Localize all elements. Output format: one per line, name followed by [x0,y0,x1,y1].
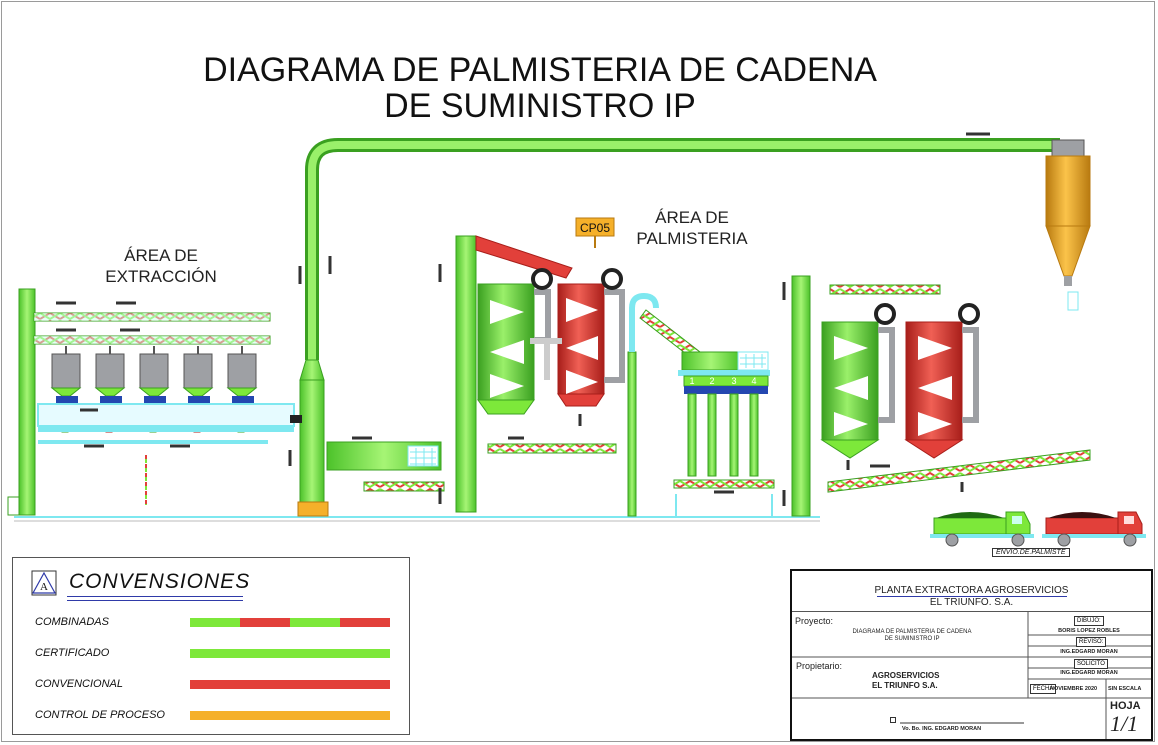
legend-bar-combinadas [190,618,390,627]
flow-arrows [288,132,990,506]
reviso-name: ING.EDGARD MORAN [1060,649,1118,655]
proyecto-label: Proyecto: [795,616,834,626]
dibujo-name: BORIS LOPEZ ROBLES [1058,628,1120,634]
red-truck [1042,511,1146,547]
drum-conveyor [363,481,445,492]
area-palmisteria-label: ÁREA DE PALMISTERIA [636,208,748,248]
cp05-label: CP05 [580,221,610,235]
legend-title: CONVENSIONES [69,570,251,593]
silo-conveyor [487,443,617,454]
truck-loading-conveyor [827,449,1091,493]
proyecto-line-1: DIAGRAMA DE PALMISTERIA DE CADENA [852,629,972,635]
title-line-2: DE SUMINISTRO IP [384,87,696,125]
firma-box [890,717,896,723]
conventions-legend: A CONVENSIONES COMBINADAS CERTIFICADO CO… [12,557,410,735]
page-title: DIAGRAMA DE PALMISTERIA DE CADENA DE SUM… [150,52,930,124]
legend-logo-icon: A [31,570,57,596]
red-silo-2 [904,303,980,459]
firma-label: Vo. Bo. ING. EDGARD MORAN [902,726,982,732]
reviso-label: REVISO: [1076,637,1107,647]
cp05-tag: CP05 [575,217,615,248]
press-feed-elevator [627,292,701,517]
dibujo-label: DIBUJO: [1074,616,1104,626]
main-elevator [290,138,1060,517]
solicito-label: SOLICITO [1074,659,1108,669]
legend-label-certificado: CERTIFICADO [35,647,110,659]
press-number-3: 3 [731,376,736,386]
proyecto-line-2: DE SUMINISTRO IP [884,636,940,642]
green-silo-1 [477,268,553,415]
legend-label-control: CONTROL DE PROCESO [35,709,165,721]
top-right-conveyor [829,284,941,295]
green-silo-2 [820,303,896,459]
company-line-1: PLANTA EXTRACTORA AGROSERVICIOS [874,585,1069,596]
svg-text:A: A [40,581,48,593]
cyclone [1045,139,1091,311]
press-number-2: 2 [709,376,714,386]
press-number-4: 4 [751,376,756,386]
legend-bar-control [190,711,390,720]
legend-bar-certificado [190,649,390,658]
title-block-grid [792,612,1151,739]
extraction-conveyors [33,301,271,345]
escala-value: SIN ESCALA [1108,686,1142,692]
right-elevator [791,275,811,517]
legend-title-underline [67,596,243,597]
solicito-name: ING.EDGARD MORAN [1060,670,1118,676]
company-line-2: EL TRIUNFO. S.A. [929,597,1014,608]
press-number-1: 1 [689,376,694,386]
propietario-label: Propietario: [796,661,843,671]
hoja-label: HOJA [1110,700,1141,712]
green-truck [930,511,1034,547]
title-line-1: DIAGRAMA DE PALMISTERIA DE CADENA [203,51,877,89]
legend-bar-convencional [190,680,390,689]
title-block: PLANTA EXTRACTORA AGROSERVICIOS EL TRIUN… [790,569,1153,741]
silo-elevator [455,235,573,513]
propietario-line-2: EL TRIUNFO S.A. [872,681,938,690]
envio-label: ENVIO.DE.PALMISTE [992,548,1070,557]
legend-label-convencional: CONVENCIONAL [35,678,124,690]
left-support-column [7,288,36,516]
fecha-value: NOVIEMBRE 2020 [1050,686,1098,692]
title-block-header: PLANTA EXTRACTORA AGROSERVICIOS EL TRIUN… [792,571,1151,612]
red-silo [530,268,625,407]
hoja-value: 1/1 [1110,711,1139,736]
press-station: 1 2 3 4 [673,351,775,516]
fecha-label: FECHA [1030,684,1057,694]
press-platform [37,403,295,505]
propietario-line-1: AGROSERVICIOS [872,671,940,680]
area-extraccion-label: ÁREA DE EXTRACCIÓN [105,246,217,286]
legend-label-combinadas: COMBINADAS [35,616,109,628]
rotary-drum [326,441,442,471]
